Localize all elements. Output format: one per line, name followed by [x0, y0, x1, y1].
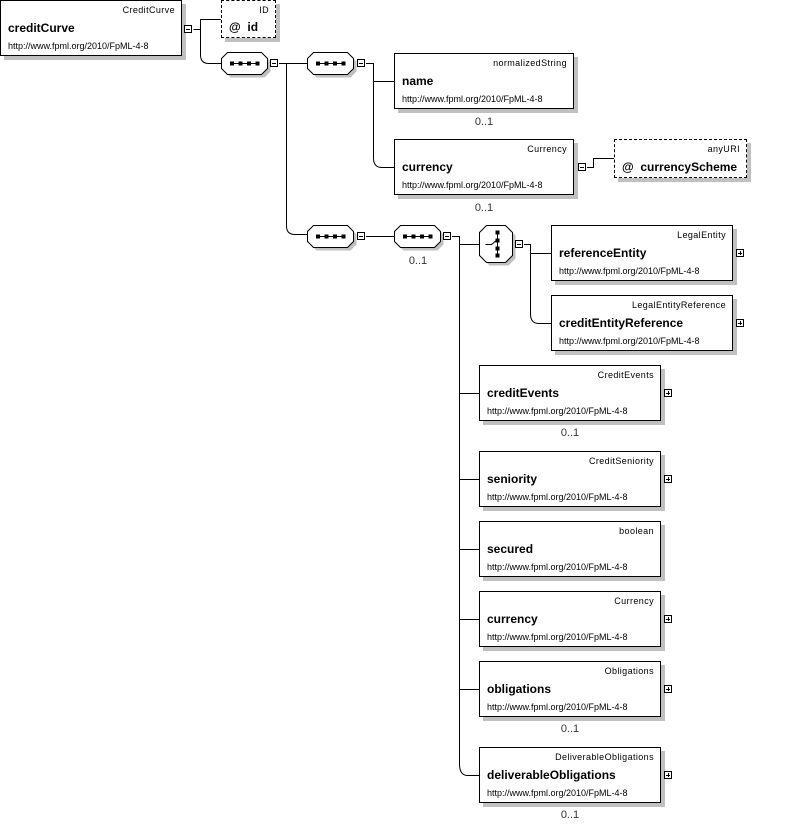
element-name: creditCurve	[8, 21, 75, 35]
collapse-toggle[interactable]	[515, 240, 523, 248]
occurrence-label: 0..1	[560, 427, 580, 439]
occurrence-label: 0..1	[474, 202, 494, 214]
occurrence-label: 0..1	[408, 255, 428, 267]
sequence-compositor-icon[interactable]	[307, 52, 357, 78]
element-currency[interactable]: Currency currency http://www.fpml.org/20…	[394, 139, 574, 195]
collapse-toggle[interactable]	[270, 59, 278, 67]
type-label: LegalEntityReference	[631, 300, 726, 310]
collapse-toggle[interactable]	[578, 163, 586, 171]
element-name-field[interactable]: normalizedString name http://www.fpml.or…	[394, 53, 574, 109]
expand-toggle[interactable]	[664, 475, 672, 483]
expand-toggle[interactable]	[736, 319, 744, 327]
namespace-label: http://www.fpml.org/2010/FpML-4-8	[559, 336, 700, 346]
element-name: creditEvents	[487, 386, 560, 400]
type-label: boolean	[619, 526, 654, 536]
sequence-compositor-icon[interactable]	[221, 52, 271, 78]
namespace-label: http://www.fpml.org/2010/FpML-4-8	[487, 406, 628, 416]
namespace-label: http://www.fpml.org/2010/FpML-4-8	[487, 702, 628, 712]
type-label: Currency	[527, 144, 567, 154]
type-label: CreditCurve	[122, 5, 175, 15]
element-name: creditEntityReference	[559, 316, 684, 330]
namespace-label: http://www.fpml.org/2010/FpML-4-8	[402, 180, 543, 190]
element-credit-entity-reference[interactable]: LegalEntityReference creditEntityReferen…	[551, 295, 733, 351]
type-label: CreditSeniority	[588, 456, 654, 466]
occurrence-label: 0..1	[474, 116, 494, 128]
attribute-currency-scheme[interactable]: anyURI @ currencyScheme	[614, 139, 747, 178]
type-label: anyURI	[707, 144, 740, 154]
element-name: obligations	[487, 682, 551, 696]
element-reference-entity[interactable]: LegalEntity referenceEntity http://www.f…	[551, 225, 733, 281]
element-credit-curve[interactable]: CreditCurve creditCurve http://www.fpml.…	[0, 0, 182, 56]
collapse-toggle[interactable]	[357, 232, 365, 240]
namespace-label: http://www.fpml.org/2010/FpML-4-8	[487, 562, 628, 572]
namespace-label: http://www.fpml.org/2010/FpML-4-8	[559, 266, 700, 276]
type-label: DeliverableObligations	[555, 752, 654, 762]
element-currency-2[interactable]: Currency currency http://www.fpml.org/20…	[479, 591, 661, 647]
element-name: secured	[487, 542, 534, 556]
element-credit-events[interactable]: CreditEvents creditEvents http://www.fpm…	[479, 365, 661, 421]
namespace-label: http://www.fpml.org/2010/FpML-4-8	[487, 788, 628, 798]
sequence-compositor-icon[interactable]	[307, 225, 357, 251]
occurrence-label: 0..1	[560, 809, 580, 821]
element-name: currency	[487, 612, 538, 626]
element-name: name	[402, 74, 434, 88]
element-name: deliverableObligations	[487, 768, 616, 782]
element-deliverable-obligations[interactable]: DeliverableObligations deliverableObliga…	[479, 747, 661, 803]
namespace-label: http://www.fpml.org/2010/FpML-4-8	[8, 41, 149, 51]
choice-compositor-icon[interactable]	[479, 225, 516, 266]
element-name: referenceEntity	[559, 246, 647, 260]
attribute-name: @ id	[229, 20, 259, 34]
namespace-label: http://www.fpml.org/2010/FpML-4-8	[487, 492, 628, 502]
collapse-toggle[interactable]	[357, 59, 365, 67]
expand-toggle[interactable]	[664, 771, 672, 779]
expand-toggle[interactable]	[736, 249, 744, 257]
occurrence-label: 0..1	[560, 723, 580, 735]
element-obligations[interactable]: Obligations obligations http://www.fpml.…	[479, 661, 661, 717]
expand-toggle[interactable]	[664, 389, 672, 397]
sequence-compositor-icon[interactable]	[394, 225, 444, 251]
element-seniority[interactable]: CreditSeniority seniority http://www.fpm…	[479, 451, 661, 507]
type-label: CreditEvents	[597, 370, 654, 380]
type-label: ID	[259, 5, 269, 15]
type-label: Obligations	[604, 666, 654, 676]
element-name: currency	[402, 160, 453, 174]
type-label: Currency	[614, 596, 654, 606]
attribute-name: @ currencyScheme	[622, 160, 738, 174]
collapse-toggle[interactable]	[184, 25, 192, 33]
element-name: seniority	[487, 472, 538, 486]
type-label: normalizedString	[493, 58, 567, 68]
namespace-label: http://www.fpml.org/2010/FpML-4-8	[487, 632, 628, 642]
collapse-toggle[interactable]	[443, 232, 451, 240]
element-secured[interactable]: boolean secured http://www.fpml.org/2010…	[479, 521, 661, 577]
expand-toggle[interactable]	[664, 615, 672, 623]
namespace-label: http://www.fpml.org/2010/FpML-4-8	[402, 94, 543, 104]
expand-toggle[interactable]	[664, 685, 672, 693]
type-label: LegalEntity	[677, 230, 726, 240]
attribute-id[interactable]: ID @ id	[221, 0, 276, 38]
